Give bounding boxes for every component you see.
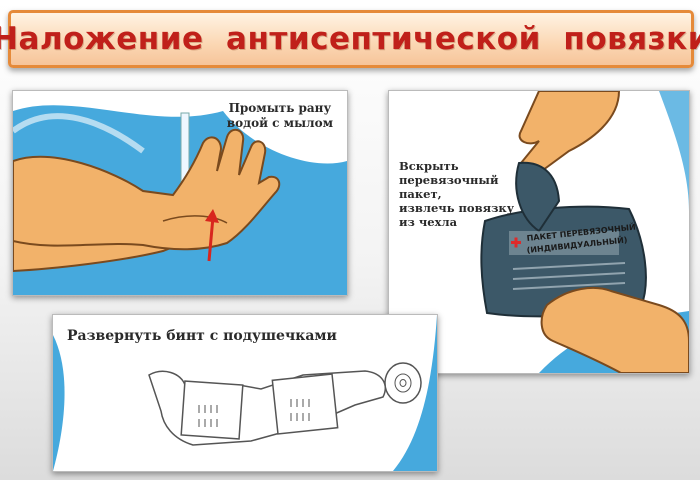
open-caption-line2: перевязочный xyxy=(399,173,514,187)
unroll-caption: Развернуть бинт с подушечками xyxy=(67,329,337,344)
slide-title-bar: Наложение антисептической повязки xyxy=(8,10,694,68)
open-caption: Вскрыть перевязочный пакет, извлечь повя… xyxy=(399,159,514,229)
panel-unroll-bandage: Развернуть бинт с подушечками xyxy=(52,314,438,472)
panel-wash-wound: Промыть рану водой с мылом xyxy=(12,90,348,296)
wash-caption-line1: Промыть рану xyxy=(227,101,333,116)
red-cross-icon xyxy=(515,238,518,248)
open-caption-line5: из чехла xyxy=(399,215,514,229)
bandage-roll xyxy=(385,363,421,403)
wash-caption: Промыть рану водой с мылом xyxy=(227,101,333,131)
bandage-pad-right xyxy=(272,374,337,434)
wash-caption-line2: водой с мылом xyxy=(227,116,333,131)
slide-title: Наложение антисептической повязки xyxy=(0,21,700,57)
open-caption-line1: Вскрыть xyxy=(399,159,514,173)
open-caption-line3: пакет, xyxy=(399,187,514,201)
bandage-pad-left xyxy=(181,381,243,439)
open-caption-line4: извлечь повязку xyxy=(399,201,514,215)
